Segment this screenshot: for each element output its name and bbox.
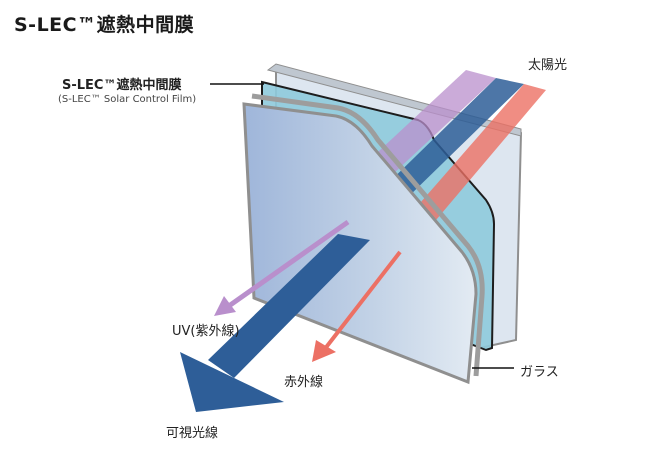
- ir-beam-in: [386, 84, 546, 246]
- glass-label: ガラス: [520, 365, 559, 380]
- uv-arrowhead: [214, 296, 236, 316]
- front-glass-edge: [251, 93, 485, 377]
- ir-label: 赤外線: [284, 375, 324, 390]
- sunlight-label: 太陽光: [528, 58, 568, 73]
- uv-ray: [224, 219, 350, 311]
- ir-arrowhead: [312, 340, 336, 362]
- visible-ray: [208, 234, 370, 378]
- visible-arrowhead: [180, 352, 284, 412]
- film-sublabel: (S-LEC™ Solar Control Film): [58, 94, 197, 105]
- ir-ray: [322, 250, 402, 352]
- uv-label: UV(紫外線): [172, 324, 240, 339]
- film-label: S-LEC™遮熱中間膜: [62, 78, 182, 93]
- page-title: S-LEC™遮熱中間膜: [14, 14, 195, 36]
- visible-light-label: 可視光線: [166, 426, 219, 441]
